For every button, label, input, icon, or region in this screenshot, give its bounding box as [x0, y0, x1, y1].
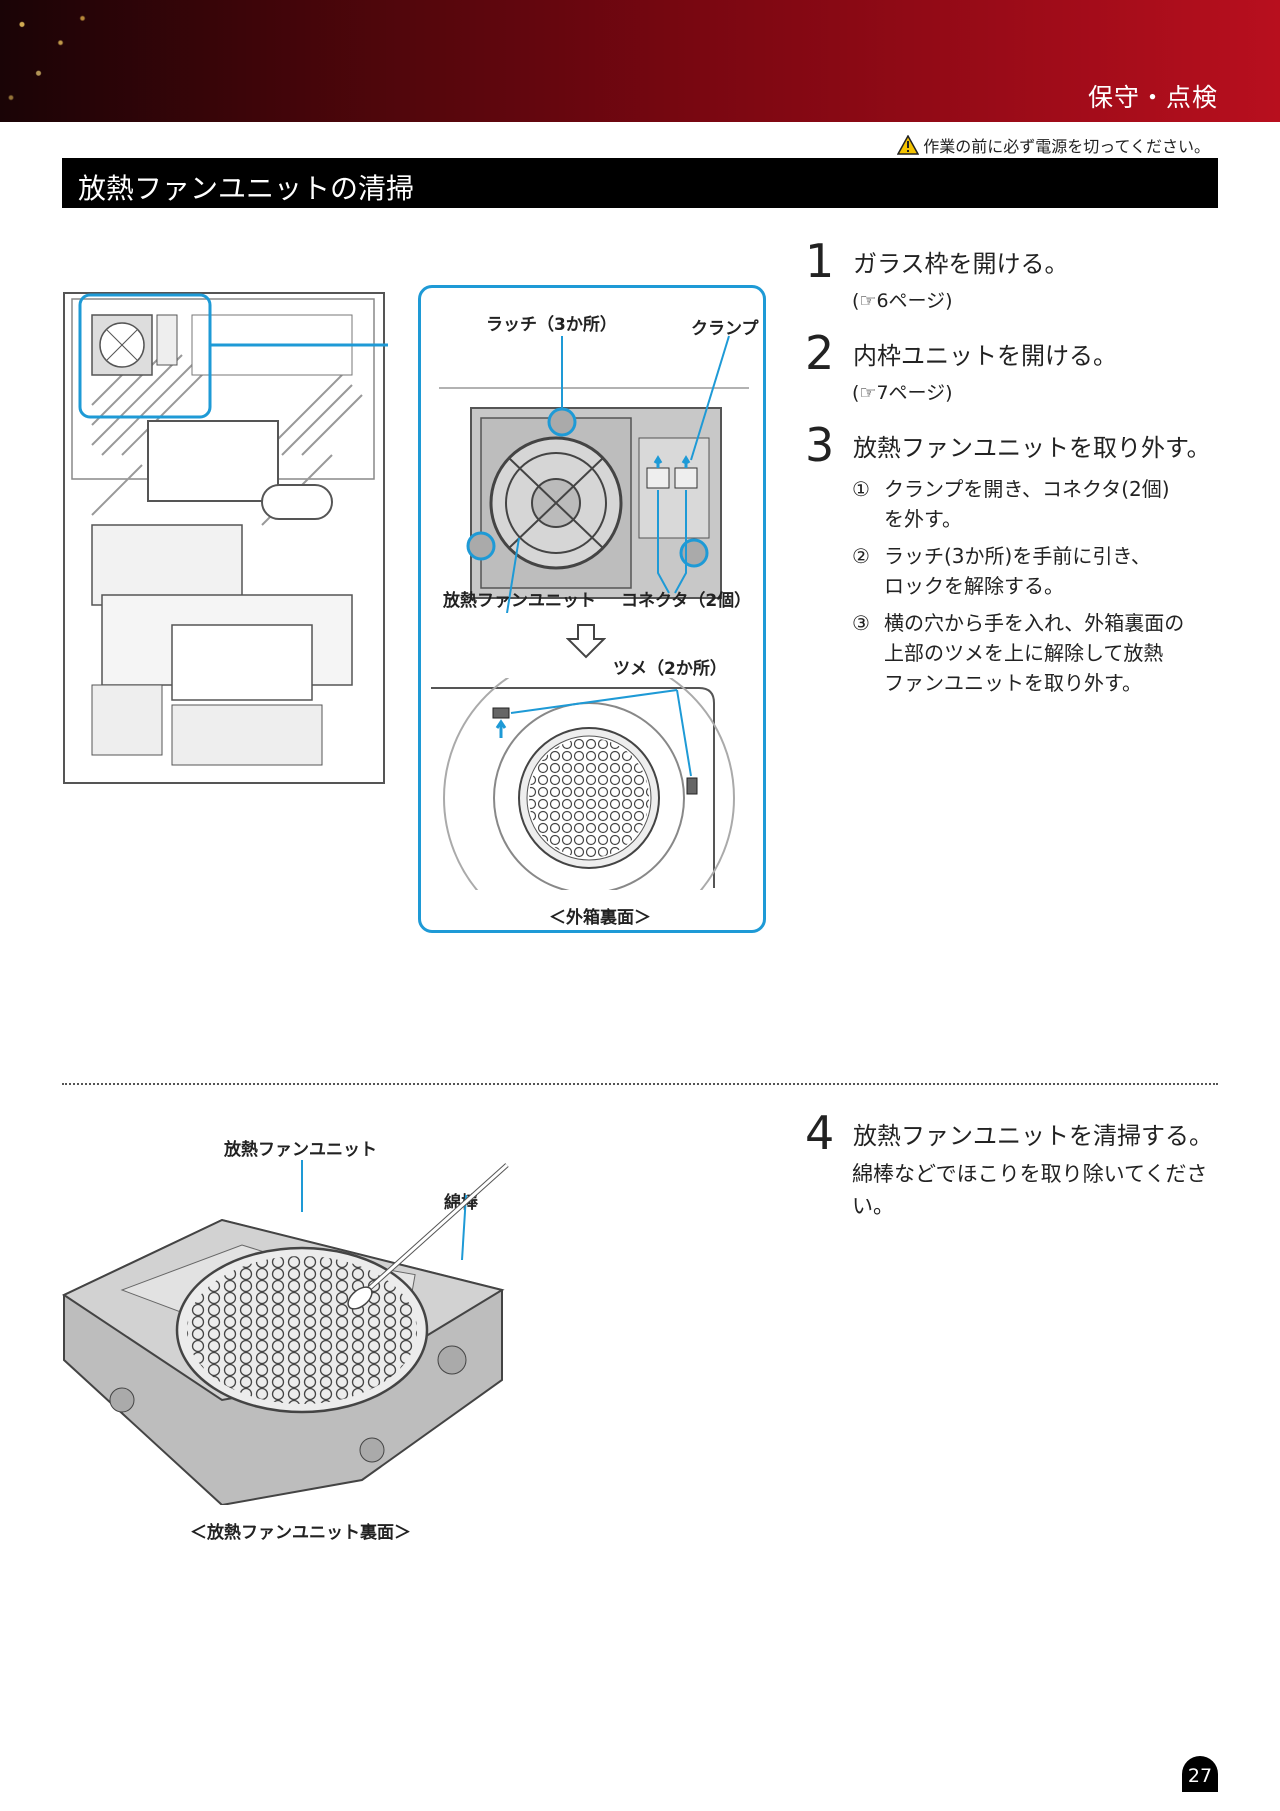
section-divider	[62, 1083, 1218, 1085]
fan-unit-label: 放熱ファンユニット	[443, 591, 596, 611]
step-3-number: 3	[805, 418, 835, 472]
substep-3-number: ③	[852, 611, 870, 635]
step-3-text: 放熱ファンユニットを取り外す。	[853, 434, 1211, 462]
step-4-text: 放熱ファンユニットを清掃する。	[853, 1122, 1213, 1150]
substep-3-line2: 上部のツメを上に解除して放熱	[884, 641, 1164, 665]
step-4-number: 4	[805, 1106, 835, 1160]
substep-1-line1: クランプを開き、コネクタ(2個)	[884, 477, 1170, 501]
latch-label: ラッチ（3か所）	[486, 315, 617, 335]
back-caption: ＜外箱裏面＞	[549, 908, 651, 928]
fan-unit-detail-callout: ラッチ（3か所） クランプ 放熱ファンユニット コネクタ（2個） ツメ（2か所）…	[418, 285, 766, 933]
substep-1-number: ①	[852, 477, 870, 501]
substep-1: ① クランプを開き、コネクタ(2個) を外す。	[852, 474, 1222, 534]
connector-label: コネクタ（2個）	[621, 591, 752, 611]
header-section-title: 保守・点検	[1087, 83, 1218, 112]
gold-sparkle-decoration	[0, 0, 110, 122]
substep-1-line2: を外す。	[884, 507, 962, 531]
step-1-number: 1	[805, 234, 835, 288]
claw-label: ツメ（2か所）	[613, 659, 727, 679]
substep-3-line3: ファンユニットを取り外す。	[884, 671, 1142, 695]
fan-unit-label-2: 放熱ファンユニット	[224, 1140, 377, 1160]
step-2-reference: (☞7ページ)	[852, 382, 953, 404]
page-title: 放熱ファンユニットの清掃	[78, 172, 415, 205]
outer-box-back-illustration	[431, 678, 735, 890]
fan-unit-mounted-illustration	[439, 335, 749, 613]
clamp-label: クランプ	[691, 319, 759, 339]
step-1-reference: (☞6ページ)	[852, 290, 953, 312]
step-2-text: 内枠ユニットを開ける。	[853, 342, 1117, 370]
substep-2-line2: ロックを解除する。	[884, 574, 1064, 598]
step-2-number: 2	[805, 326, 835, 380]
warning-text: 作業の前に必ず電源を切ってください。	[923, 137, 1210, 156]
step-4-body: 綿棒などでほこりを取り除いてください。	[852, 1162, 1208, 1218]
substep-2: ② ラッチ(3か所)を手前に引き、 ロックを解除する。	[852, 541, 1222, 601]
section-title-bar: 放熱ファンユニットの清掃	[62, 158, 1218, 208]
substep-2-line1: ラッチ(3か所)を手前に引き、	[884, 544, 1151, 568]
header-bar: 保守・点検	[0, 0, 1280, 122]
substep-3-line1: 横の穴から手を入れ、外箱裏面の	[884, 611, 1185, 635]
substep-3: ③ 横の穴から手を入れ、外箱裏面の 上部のツメを上に解除して放熱 ファンユニットを…	[852, 608, 1222, 698]
down-arrow-icon	[566, 624, 606, 659]
unit-front-illustration	[63, 292, 388, 784]
warning-triangle-icon	[897, 135, 920, 155]
fan-unit-back-caption: ＜放熱ファンユニット裏面＞	[190, 1523, 411, 1543]
step-1-text: ガラス枠を開ける。	[853, 250, 1069, 278]
fan-unit-cleaning-illustration	[62, 1160, 509, 1505]
substep-2-number: ②	[852, 544, 870, 568]
power-warning: 作業の前に必ず電源を切ってください。	[897, 133, 1210, 157]
page-number: 27	[1182, 1756, 1218, 1792]
